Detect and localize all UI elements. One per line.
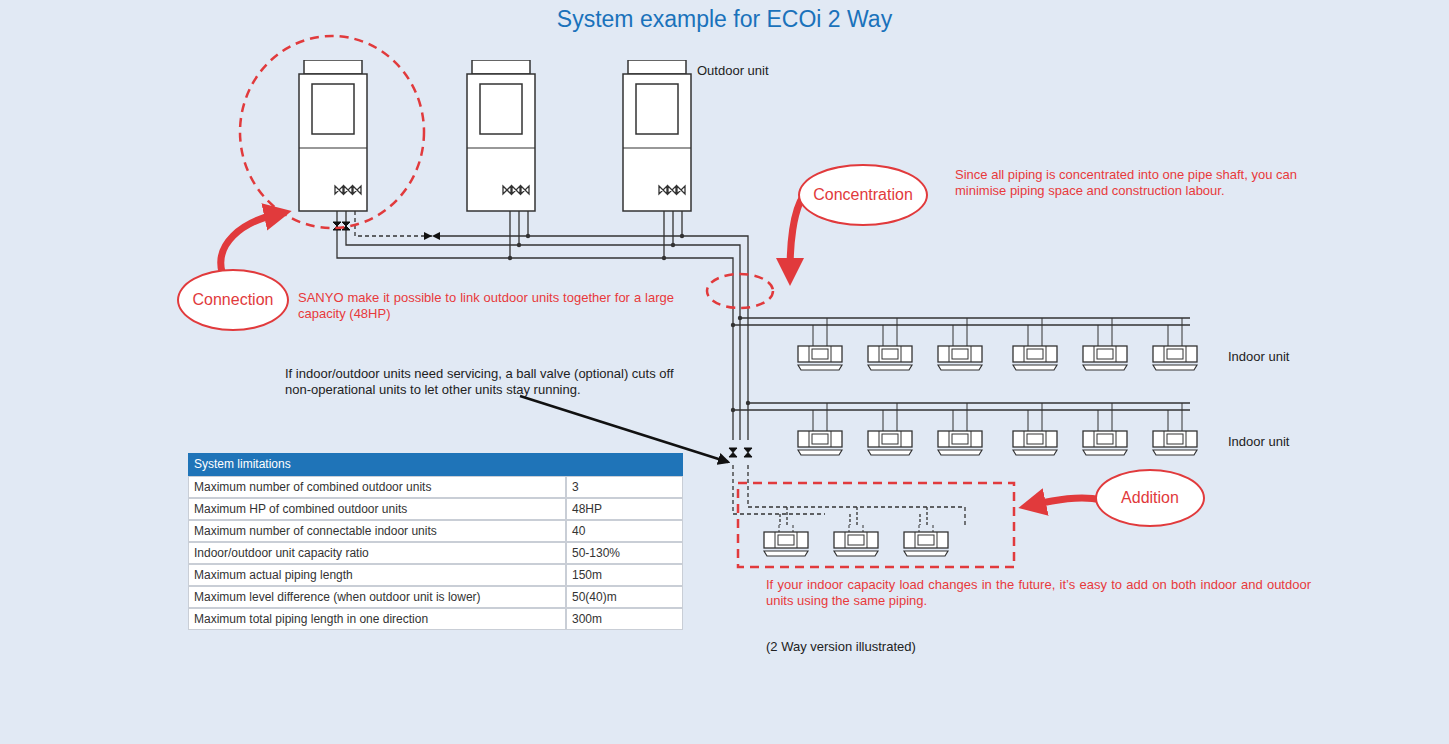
drop-pipe: [883, 318, 897, 346]
drop-pipe: [1098, 318, 1112, 346]
note: Since all piping is concentrated into on…: [955, 167, 1297, 199]
indoor-unit-icon: [798, 346, 842, 370]
table-cell: 3: [566, 476, 683, 498]
table-cell: Maximum actual piping length: [188, 564, 566, 586]
table-cell: 48HP: [566, 498, 683, 520]
drop-pipe: [779, 525, 793, 532]
indoor-unit-icon: [1013, 346, 1057, 370]
table-header: System limitations: [188, 453, 683, 476]
drop-pipe: [919, 525, 933, 532]
indoor-unit-icon: [868, 431, 912, 455]
table-cell: 50-130%: [566, 542, 683, 564]
note: SANYO make it possible to link outdoor u…: [298, 290, 674, 322]
indoor-unit-icon: [938, 346, 982, 370]
indoor-unit-icon: [834, 532, 878, 556]
drop-pipe: [953, 403, 967, 431]
callout-ellipse: Connection: [177, 269, 289, 331]
callout-text: Addition: [1121, 489, 1179, 507]
indoor-unit-icon: [904, 532, 948, 556]
outdoor-units: [299, 60, 691, 211]
drop-pipe: [813, 403, 827, 431]
drop-pipe: [813, 318, 827, 346]
callout-ellipse: Concentration: [798, 164, 928, 226]
indoor-unit-icon: [1013, 431, 1057, 455]
callout-text: Concentration: [813, 186, 913, 204]
drop-pipe: [953, 318, 967, 346]
table-cell: Indoor/outdoor unit capacity ratio: [188, 542, 566, 564]
drop-pipe: [849, 525, 863, 532]
drop-pipe: [883, 403, 897, 431]
table-cell: Maximum number of combined outdoor units: [188, 476, 566, 498]
table-cell: 40: [566, 520, 683, 542]
indoor-unit-icon: [1153, 346, 1197, 370]
table-cell: Maximum total piping length in one direc…: [188, 608, 566, 630]
callout-ellipse: Addition: [1095, 469, 1205, 527]
part-label: Indoor unit: [1228, 434, 1289, 450]
indoor-unit-icon: [798, 431, 842, 455]
indoor-unit-icon: [868, 346, 912, 370]
drop-pipe: [1168, 318, 1182, 346]
drop-pipe: [1168, 403, 1182, 431]
table-cell: 300m: [566, 608, 683, 630]
indoor-unit-icon: [764, 532, 808, 556]
diagram-title: System example for ECOi 2 Way: [0, 6, 1449, 33]
indoor-unit-icon: [1083, 431, 1127, 455]
callout-text: Connection: [193, 291, 274, 309]
indoor-unit-icon: [1153, 431, 1197, 455]
table-cell: 150m: [566, 564, 683, 586]
drop-pipe: [1028, 403, 1042, 431]
drop-pipe: [1098, 403, 1112, 431]
part-label: Outdoor unit: [697, 63, 769, 79]
table-cell: Maximum HP of combined outdoor units: [188, 498, 566, 520]
table-cell: Maximum number of connectable indoor uni…: [188, 520, 566, 542]
note: (2 Way version illustrated): [766, 639, 916, 655]
indoor-unit-icon: [1083, 346, 1127, 370]
table-cell: Maximum level difference (when outdoor u…: [188, 586, 566, 608]
note: If your indoor capacity load changes in …: [766, 577, 1311, 609]
drop-pipe: [1028, 318, 1042, 346]
part-label: Indoor unit: [1228, 349, 1289, 365]
ball-valves: [333, 222, 752, 457]
table-cell: 50(40)m: [566, 586, 683, 608]
note: If indoor/outdoor units need servicing, …: [285, 366, 677, 398]
indoor-unit-icon: [938, 431, 982, 455]
